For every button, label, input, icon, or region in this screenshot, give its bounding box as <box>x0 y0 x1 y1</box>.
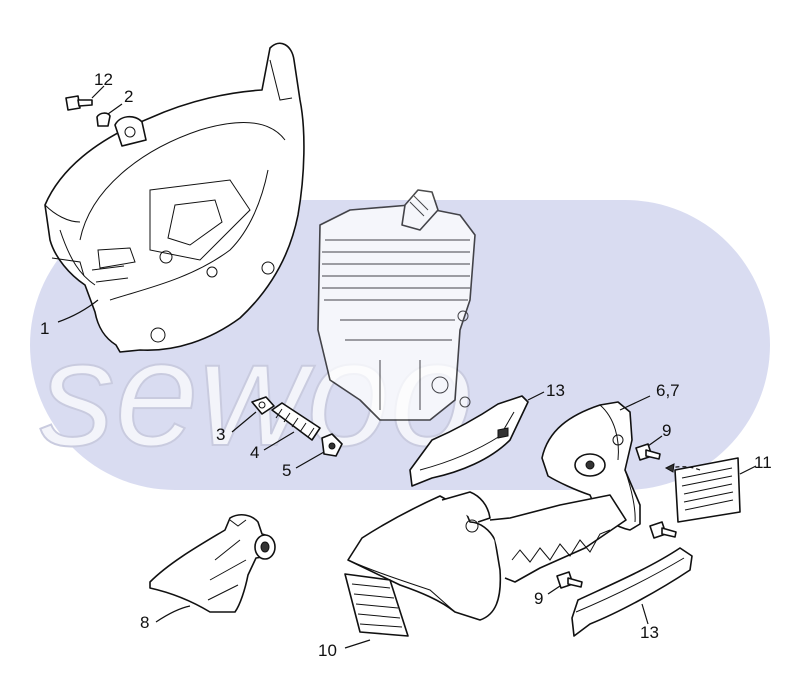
callout-4: 4 <box>250 443 259 462</box>
callout-2: 2 <box>124 87 133 106</box>
callout-labels: 12 2 1 13 6,7 3 4 5 9 11 8 10 9 13 <box>40 70 772 660</box>
callout-10: 10 <box>318 641 337 660</box>
cap-5-part[interactable] <box>321 433 343 457</box>
screw-12-part[interactable] <box>65 95 93 111</box>
spring-4-part[interactable] <box>271 402 321 441</box>
leader-13a <box>527 391 545 401</box>
callout-12: 12 <box>94 70 113 89</box>
callout-13-upper: 13 <box>546 381 565 400</box>
warning-decal-10 <box>344 573 409 637</box>
leader-10 <box>344 639 371 649</box>
callout-13-lower: 13 <box>640 623 659 642</box>
lower-cover-10-part[interactable] <box>347 491 627 621</box>
leader-8 <box>155 605 191 623</box>
callout-9-upper: 9 <box>662 421 671 440</box>
leader-13b <box>641 603 649 625</box>
leader-4 <box>263 431 295 451</box>
callout-3: 3 <box>216 425 225 444</box>
callout-1: 1 <box>40 319 49 338</box>
leader-lines <box>57 85 757 649</box>
screw-9-lower-part[interactable] <box>556 571 583 589</box>
leader-9b <box>547 585 561 595</box>
callout-5: 5 <box>282 461 291 480</box>
housing-mount-boss <box>114 115 147 147</box>
sleeve-2-part[interactable] <box>96 112 111 127</box>
screw-9-upper-part[interactable] <box>635 443 661 461</box>
screw-handle-lower-part[interactable] <box>649 521 677 539</box>
cover-strip-13-upper-part[interactable] <box>409 395 529 487</box>
handle-housing-6-7-part[interactable] <box>541 401 641 531</box>
leader-1 <box>57 299 99 323</box>
leader-3 <box>231 411 257 433</box>
leader-5 <box>295 451 325 469</box>
engine-block-background <box>317 189 476 421</box>
leader-11 <box>739 465 757 475</box>
leader-67 <box>619 395 651 411</box>
callout-11: 11 <box>754 453 772 472</box>
cover-strip-13-lower-part[interactable] <box>571 547 693 637</box>
callout-6-7: 6,7 <box>656 381 680 400</box>
bracket-8-part[interactable] <box>149 513 276 613</box>
fan-housing-part[interactable] <box>44 42 305 353</box>
callout-9-lower: 9 <box>534 589 543 608</box>
leader-9a <box>647 435 663 447</box>
label-11-part[interactable] <box>664 457 741 523</box>
leader-12 <box>91 85 105 99</box>
leader-2 <box>107 103 123 115</box>
callout-8: 8 <box>140 613 149 632</box>
guide-3-part[interactable] <box>251 396 275 415</box>
